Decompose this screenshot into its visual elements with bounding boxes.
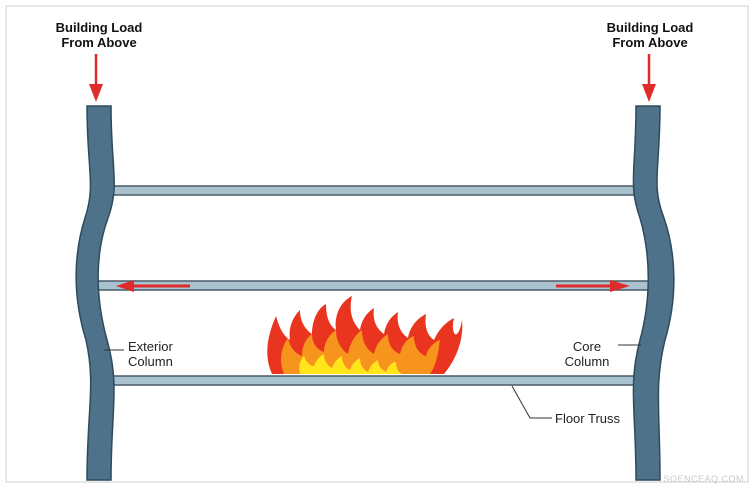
exterior-column-label-line2: Column <box>128 354 173 369</box>
core-column-label-line2: Column <box>564 354 610 369</box>
load-arrow-right <box>642 54 656 102</box>
load-label-right: Building Load From Above <box>595 20 705 50</box>
core-column-label-line1: Core <box>572 339 602 354</box>
exterior-column-label-line1: Exterior <box>128 339 173 354</box>
frame-border <box>5 5 749 483</box>
expansion-arrow-left <box>116 280 190 292</box>
load-label-right-line1: Building Load <box>606 20 694 35</box>
load-arrow-left <box>89 54 103 102</box>
fire-icon <box>267 296 463 374</box>
load-label-left-line2: From Above <box>61 35 137 50</box>
lower-floor-truss <box>111 375 635 386</box>
floor-truss-leader <box>511 385 552 419</box>
exterior-column <box>75 105 115 481</box>
load-label-left: Building Load From Above <box>44 20 154 50</box>
load-label-left-line1: Building Load <box>55 20 143 35</box>
core-column <box>632 105 675 481</box>
expansion-arrow-right <box>556 280 630 292</box>
exterior-column-label: Exterior Column <box>128 339 173 369</box>
watermark: SOENCEAQ.COM <box>663 474 744 484</box>
load-label-right-line2: From Above <box>612 35 688 50</box>
floor-truss-label: Floor Truss <box>555 411 621 426</box>
core-column-label: Core Column <box>557 339 617 369</box>
upper-floor-truss <box>111 185 635 196</box>
